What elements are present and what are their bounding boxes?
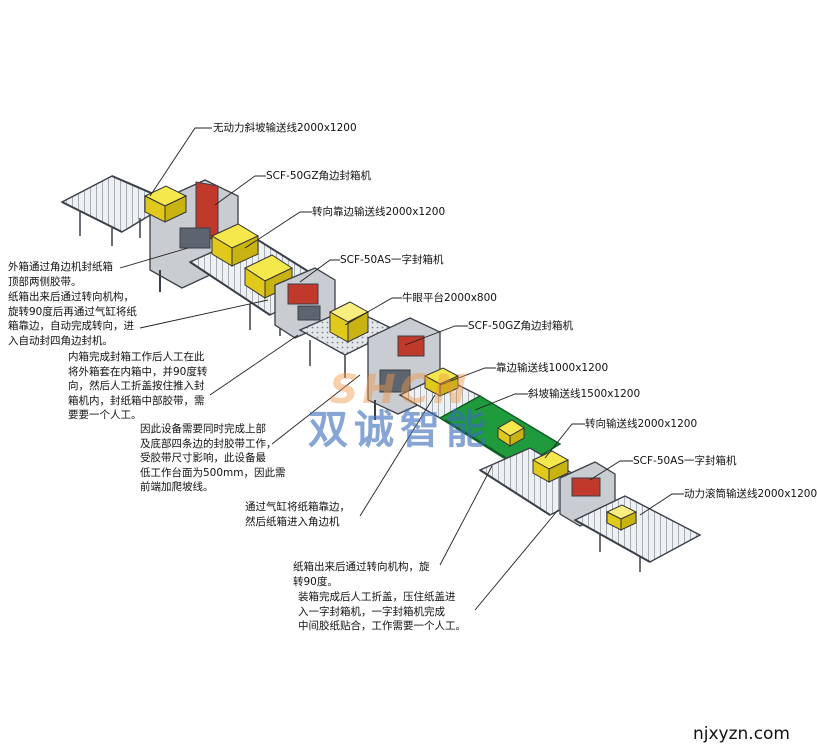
carton-box-1 [143,185,188,223]
label-turn-conveyor: 转向输送线2000x1200 [585,418,698,430]
site-domain: njxyzn.com [692,724,790,744]
label-turn-edge-conveyor: 转向靠边输送线2000x1200 [312,206,446,218]
open-carton-box-2 [605,504,638,531]
carton-box-6 [531,450,570,483]
open-carton-box [328,301,370,343]
label-corner-sealer-2: SCF-50GZ角边封箱机 [468,320,574,332]
powered-roller-conveyor [573,495,702,572]
label-corner-sealer-1: SCF-50GZ角边封箱机 [266,170,372,182]
label-straight-sealer-1: SCF-50AS一字封箱机 [340,254,444,266]
note-incline-reason: 因此设备需要同时完成上部 及底部四条边的封胶带工作， 受胶带尺寸影响，此设备最 … [140,423,286,493]
note-manual-fold: 装箱完成后人工折盖，压住纸盖进 入一字封箱机，一字封箱机完成 中间胶纸贴合，工作… [298,591,466,632]
carton-box-5 [497,419,525,447]
carton-box-4 [423,367,460,397]
label-unpowered-incline: 无动力斜坡输送线2000x1200 [213,122,357,134]
production-line-diagram [60,127,702,611]
note-cylinder-edge: 通过气缸将纸箱靠边， 然后纸箱进入角边机 [245,501,350,528]
note-box-turn-90: 纸箱出来后通过转向机构，旋 转90度。 [293,561,430,588]
leader-lines [119,127,684,611]
note-box-out-turn: 纸箱出来后通过转向机构， 旋转90度后再通过气缸将纸 箱靠边，自动完成转向，进 … [8,291,137,347]
unpowered-incline-conveyor [60,175,174,246]
label-edge-conveyor: 靠边输送线1000x1200 [496,362,609,374]
note-inner-box: 内箱完成封箱工作后人工在此 将外箱套在内箱中，并90度转 向，然后人工折盖按住推… [68,351,208,421]
label-bull-eye-platform: 牛眼平台2000x800 [402,292,497,304]
label-powered-roller: 动力滚筒输送线2000x1200 [684,488,817,500]
note-outer-box: 外箱通过角边机封纸箱 顶部两侧胶带。 [8,261,113,288]
label-incline-conveyor: 斜坡输送线1500x1200 [528,388,641,400]
label-straight-sealer-2: SCF-50AS一字封箱机 [633,455,737,467]
